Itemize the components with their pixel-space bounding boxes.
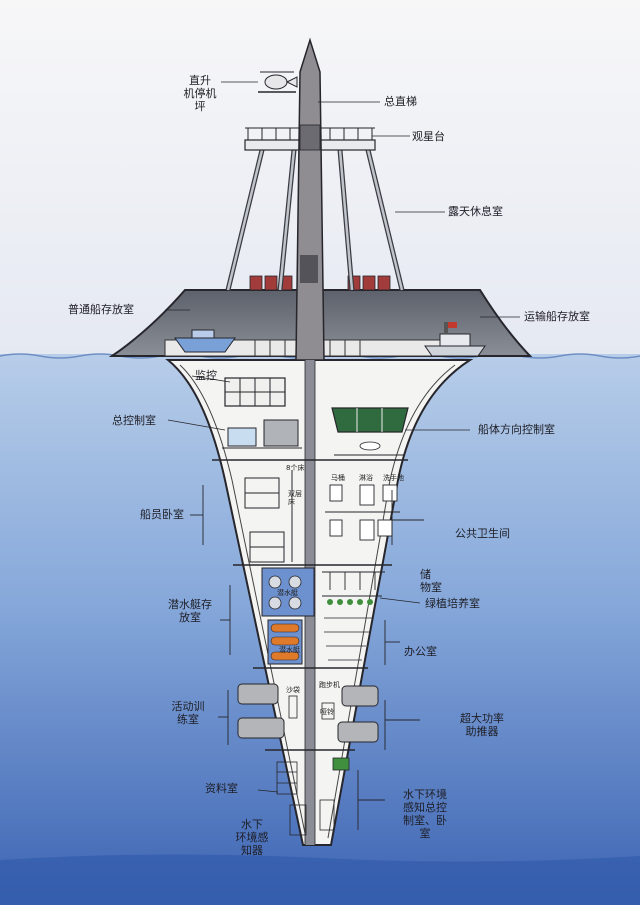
label-public-bathroom: 公共卫生间 (455, 527, 510, 540)
gym-equipment (288, 695, 335, 720)
label-main-control-room: 总控制室 (112, 414, 156, 427)
label-archive-room: 资料室 (205, 782, 238, 795)
office-desks (324, 617, 372, 661)
hull (165, 359, 474, 846)
label-underwater-env-sensor: 水下 环境感 知器 (235, 818, 269, 857)
label-monitor: 监控 (195, 369, 217, 382)
label-helipad: 直升 机停机 坪 (183, 74, 217, 113)
bathroom-fixtures (325, 484, 400, 541)
label-eight-person-bunk: 8个床 (286, 464, 305, 472)
label-double-bunk: 双层 床 (288, 490, 302, 506)
label-treadmill: 跑步机 (319, 681, 340, 689)
label-storage-room: 储 物室 (420, 568, 442, 594)
leader-lines (165, 81, 520, 793)
label-training-room: 活动训 练室 (171, 700, 205, 726)
monitor-room-icon (224, 377, 286, 407)
main-control-consoles (222, 419, 302, 449)
transport-ship (424, 322, 486, 357)
label-observation-deck: 观星台 (412, 130, 445, 143)
label-crew-bedroom: 船员卧室 (140, 508, 184, 521)
label-brackets (190, 485, 424, 830)
bunk-beds (244, 470, 293, 563)
hull-inner-line-left (179, 364, 307, 839)
label-submersible-storage-room: 潜水艇存 放室 (168, 598, 212, 624)
label-transport-ship-storage: 运输船存放室 (524, 310, 590, 323)
sensor-control-room (319, 757, 350, 831)
hull-inner-line-right (327, 364, 456, 839)
label-main-elevator: 总直梯 (384, 95, 417, 108)
label-hull-direction-control-room: 船体方向控制室 (478, 423, 555, 436)
submersible-pool (261, 567, 315, 665)
deck-railings (254, 340, 361, 356)
thrusters-right (337, 685, 379, 743)
label-toilet: 马桶 (331, 474, 345, 482)
label-wash-basin: 洗手池 (383, 474, 404, 482)
label-submersible-1: 潜水艇 (277, 589, 298, 597)
floor-lines (212, 459, 408, 751)
storage-shelves (322, 571, 385, 597)
archive-shelves (276, 761, 307, 836)
direction-control-panel-icon (331, 407, 409, 456)
label-submersible-2: 潜水艇 (279, 646, 300, 654)
ordinary-ship (174, 329, 236, 353)
label-ordinary-ship-storage: 普通船存放室 (68, 303, 134, 316)
label-underwater-env-control-room: 水下环境 感知总控 制室、卧 室 (403, 788, 447, 840)
green-plants (327, 599, 373, 605)
label-dumbbell: 哑铃 (320, 708, 334, 716)
thrusters-left (237, 683, 285, 739)
helicopter (258, 71, 298, 93)
label-super-thrusters: 超大功率 助推器 (460, 712, 504, 738)
label-shower: 淋浴 (359, 474, 373, 482)
label-office: 办公室 (404, 645, 437, 658)
label-green-plant-room: 绿植培养室 (425, 597, 480, 610)
label-punching-bag: 沙袋 (286, 686, 300, 694)
label-open-air-lounge: 露天休息室 (448, 205, 503, 218)
sea-bottom-band (0, 854, 640, 905)
